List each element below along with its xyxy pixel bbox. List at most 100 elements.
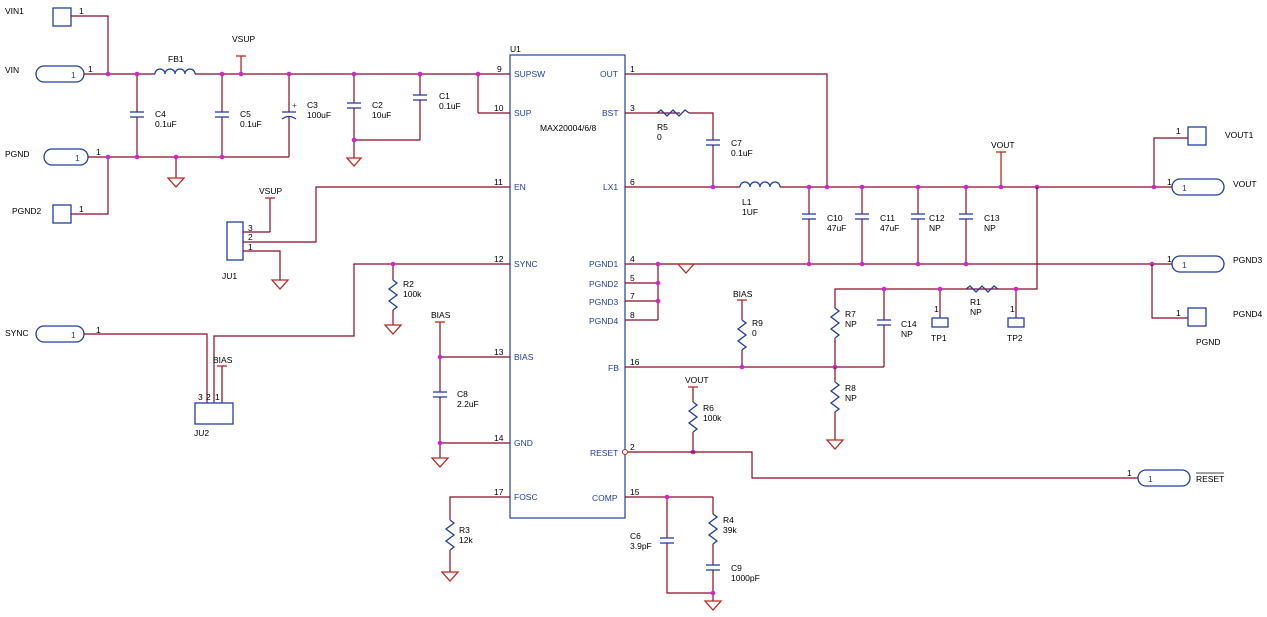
ic-right-pins: 1 OUT 3 BST 6 LX1 4 PGND1 5 PGND2 7 PGND…	[589, 64, 660, 503]
comp-section: C6 3.9pF R4 39k C9 1000pF	[630, 494, 760, 611]
svg-text:3: 3	[198, 392, 203, 402]
svg-text:SYNC: SYNC	[514, 259, 538, 269]
ic-part: MAX20004/6/8	[540, 123, 597, 133]
svg-text:R4: R4	[723, 515, 734, 525]
pgnd-connector	[43, 148, 89, 166]
svg-text:0.1uF: 0.1uF	[155, 119, 177, 129]
vout1-connector	[1187, 126, 1207, 146]
svg-text:8: 8	[630, 310, 635, 320]
svg-text:100k: 100k	[403, 289, 422, 299]
svg-text:OUT: OUT	[600, 69, 618, 79]
svg-text:0: 0	[752, 328, 757, 338]
svg-text:1: 1	[215, 392, 220, 402]
svg-text:12: 12	[494, 254, 504, 264]
svg-text:R7: R7	[845, 309, 856, 319]
svg-text:NP: NP	[845, 393, 857, 403]
svg-text:C1: C1	[439, 91, 450, 101]
ju1-jumper	[226, 221, 244, 261]
svg-text:SUPSW: SUPSW	[514, 69, 545, 79]
ic-u1-body	[509, 54, 626, 519]
r5-resistor	[656, 109, 690, 117]
svg-text:1: 1	[1127, 468, 1132, 478]
svg-text:VIN: VIN	[5, 65, 19, 75]
svg-text:1: 1	[1010, 304, 1015, 314]
svg-text:10uF: 10uF	[372, 110, 391, 120]
svg-text:C7: C7	[731, 138, 742, 148]
svg-text:C5: C5	[240, 109, 251, 119]
svg-text:L1: L1	[742, 197, 752, 207]
svg-text:1: 1	[71, 330, 76, 340]
ju2-jumper	[194, 402, 234, 425]
svg-text:1: 1	[630, 64, 635, 74]
svg-text:FB1: FB1	[168, 54, 184, 64]
svg-text:C10: C10	[827, 213, 843, 223]
vin-connector	[35, 65, 85, 83]
svg-text:NP: NP	[970, 307, 982, 317]
svg-text:2: 2	[206, 392, 211, 402]
svg-text:C6: C6	[630, 531, 641, 541]
svg-text:39k: 39k	[723, 525, 737, 535]
svg-text:VIN1: VIN1	[5, 6, 24, 16]
reset-section: VOUT R6 100k 1 1 RESET	[660, 375, 1224, 487]
svg-text:1: 1	[248, 242, 253, 252]
svg-text:1: 1	[88, 64, 93, 74]
svg-text:7: 7	[630, 291, 635, 301]
svg-text:C2: C2	[372, 100, 383, 110]
svg-text:PGND4: PGND4	[589, 316, 619, 326]
svg-text:1: 1	[1176, 126, 1181, 136]
svg-text:3: 3	[630, 103, 635, 113]
svg-text:R8: R8	[845, 383, 856, 393]
svg-text:1: 1	[1148, 474, 1153, 484]
sync-connector	[35, 325, 85, 343]
svg-text:BIAS: BIAS	[733, 289, 753, 299]
svg-text:C13: C13	[984, 213, 1000, 223]
svg-text:3: 3	[248, 223, 253, 233]
ic-left-pins: 9 SUPSW 10 SUP 11 EN 12 SYNC 13 BIAS 14 …	[478, 64, 545, 502]
svg-text:1: 1	[1167, 254, 1172, 264]
svg-text:15: 15	[630, 487, 640, 497]
input-section: VIN1 1 1 VIN 1 FB1 VSUP C4 0.1uF C5 0.1u…	[5, 6, 481, 224]
enable-jumper: 3 2 1 JU1 VSUP	[222, 186, 478, 290]
svg-text:1: 1	[1167, 177, 1172, 187]
l1-inductor	[739, 181, 781, 188]
svg-text:PGND4: PGND4	[1233, 309, 1263, 319]
svg-text:9: 9	[497, 64, 502, 74]
svg-text:FB: FB	[608, 363, 619, 373]
svg-text:R6: R6	[703, 403, 714, 413]
svg-text:6: 6	[630, 177, 635, 187]
svg-text:5: 5	[630, 273, 635, 283]
svg-text:C14: C14	[901, 319, 917, 329]
vout-connector	[1171, 178, 1225, 196]
svg-text:16: 16	[630, 357, 640, 367]
svg-text:0.1uF: 0.1uF	[439, 101, 461, 111]
svg-text:PGND2: PGND2	[12, 206, 42, 216]
svg-text:1000pF: 1000pF	[731, 573, 760, 583]
svg-text:1: 1	[1182, 260, 1187, 270]
svg-text:0.1uF: 0.1uF	[731, 148, 753, 158]
svg-text:PGND1: PGND1	[589, 259, 619, 269]
svg-text:1: 1	[71, 70, 76, 80]
pgnd3-connector	[1171, 255, 1225, 273]
svg-text:1: 1	[75, 153, 80, 163]
svg-text:C11: C11	[880, 213, 895, 223]
pgnd-bus: 1 PGND3 1 PGND4 1 PGND	[655, 254, 1263, 347]
svg-text:C8: C8	[457, 389, 468, 399]
svg-text:RESET: RESET	[1196, 474, 1224, 484]
bias-section: BIAS C8 2.2uF R3 12k	[430, 310, 479, 582]
svg-text:13: 13	[494, 347, 504, 357]
svg-text:47uF: 47uF	[880, 223, 899, 233]
svg-text:TP2: TP2	[1007, 333, 1023, 343]
svg-text:PGND: PGND	[5, 149, 30, 159]
svg-text:0: 0	[657, 132, 662, 142]
svg-text:R3: R3	[459, 525, 470, 535]
svg-text:FOSC: FOSC	[514, 492, 538, 502]
svg-text:SYNC: SYNC	[5, 328, 29, 338]
feedback-section: BIAS R9 0 R7 NP R1 NP C14 NP 1 TP1 1 TP2	[660, 187, 1038, 450]
svg-text:VOUT1: VOUT1	[1225, 130, 1254, 140]
svg-text:VSUP: VSUP	[232, 34, 255, 44]
svg-text:VOUT: VOUT	[991, 140, 1015, 150]
svg-text:GND: GND	[514, 438, 533, 448]
svg-text:NP: NP	[984, 223, 996, 233]
svg-text:BIAS: BIAS	[514, 352, 534, 362]
svg-text:1: 1	[96, 325, 101, 335]
